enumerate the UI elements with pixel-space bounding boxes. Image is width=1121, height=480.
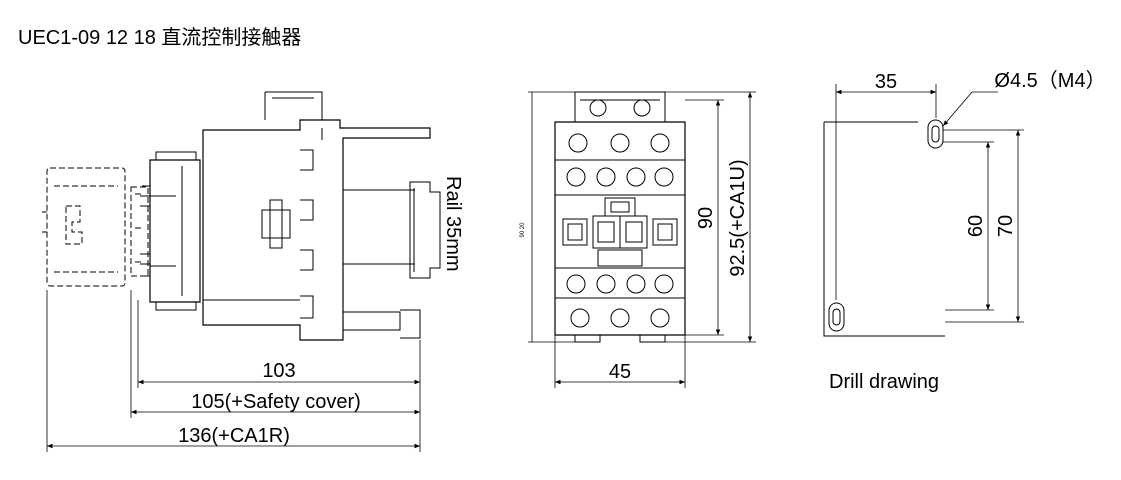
contactor-body-front bbox=[554, 91, 686, 343]
side-view: Rail 35mm 103 105(+Safety cover) 136(+CA… bbox=[42, 91, 464, 452]
mounting-hole-top bbox=[927, 119, 944, 149]
dim-60-label: 60 bbox=[965, 215, 987, 237]
small-dim-label: 90 20 bbox=[520, 222, 526, 238]
din-rail bbox=[409, 181, 441, 279]
contactor-body-side bbox=[202, 91, 431, 341]
drill-drawing-caption: Drill drawing bbox=[829, 371, 939, 393]
dim-136-label: 136(+CA1R) bbox=[178, 425, 290, 447]
mounting-hole-bottom bbox=[828, 302, 845, 332]
terminal-block-left bbox=[140, 151, 201, 311]
page-title: UEC1-09 12 18 直流控制接触器 bbox=[18, 26, 301, 49]
dim-70-label: 70 bbox=[995, 215, 1017, 237]
front-view: 90 20 90 92.5(+CA1U) 45 bbox=[520, 91, 756, 388]
dim-90-label: 90 bbox=[695, 207, 717, 229]
rail-label: Rail 35mm bbox=[442, 176, 464, 272]
dim-92-5-label: 92.5(+CA1U) bbox=[727, 159, 749, 276]
hole-size-label: Ø4.5（M4） bbox=[994, 69, 1105, 92]
dim-45-label: 45 bbox=[609, 361, 631, 383]
dim-103-label: 103 bbox=[262, 360, 295, 382]
safety-cover-outline bbox=[130, 186, 149, 277]
drill-plate-outline bbox=[823, 122, 945, 337]
ca1r-accessory-outline bbox=[42, 167, 126, 287]
dimension-lines-side bbox=[46, 290, 421, 452]
dim-35-label: 35 bbox=[875, 71, 897, 93]
dimension-lines-front bbox=[528, 91, 756, 388]
dim-105-label: 105(+Safety cover) bbox=[191, 391, 361, 413]
drill-drawing: 35 Ø4.5（M4） 60 70 Drill drawing bbox=[823, 69, 1106, 393]
dimension-lines-drill bbox=[835, 84, 1024, 323]
